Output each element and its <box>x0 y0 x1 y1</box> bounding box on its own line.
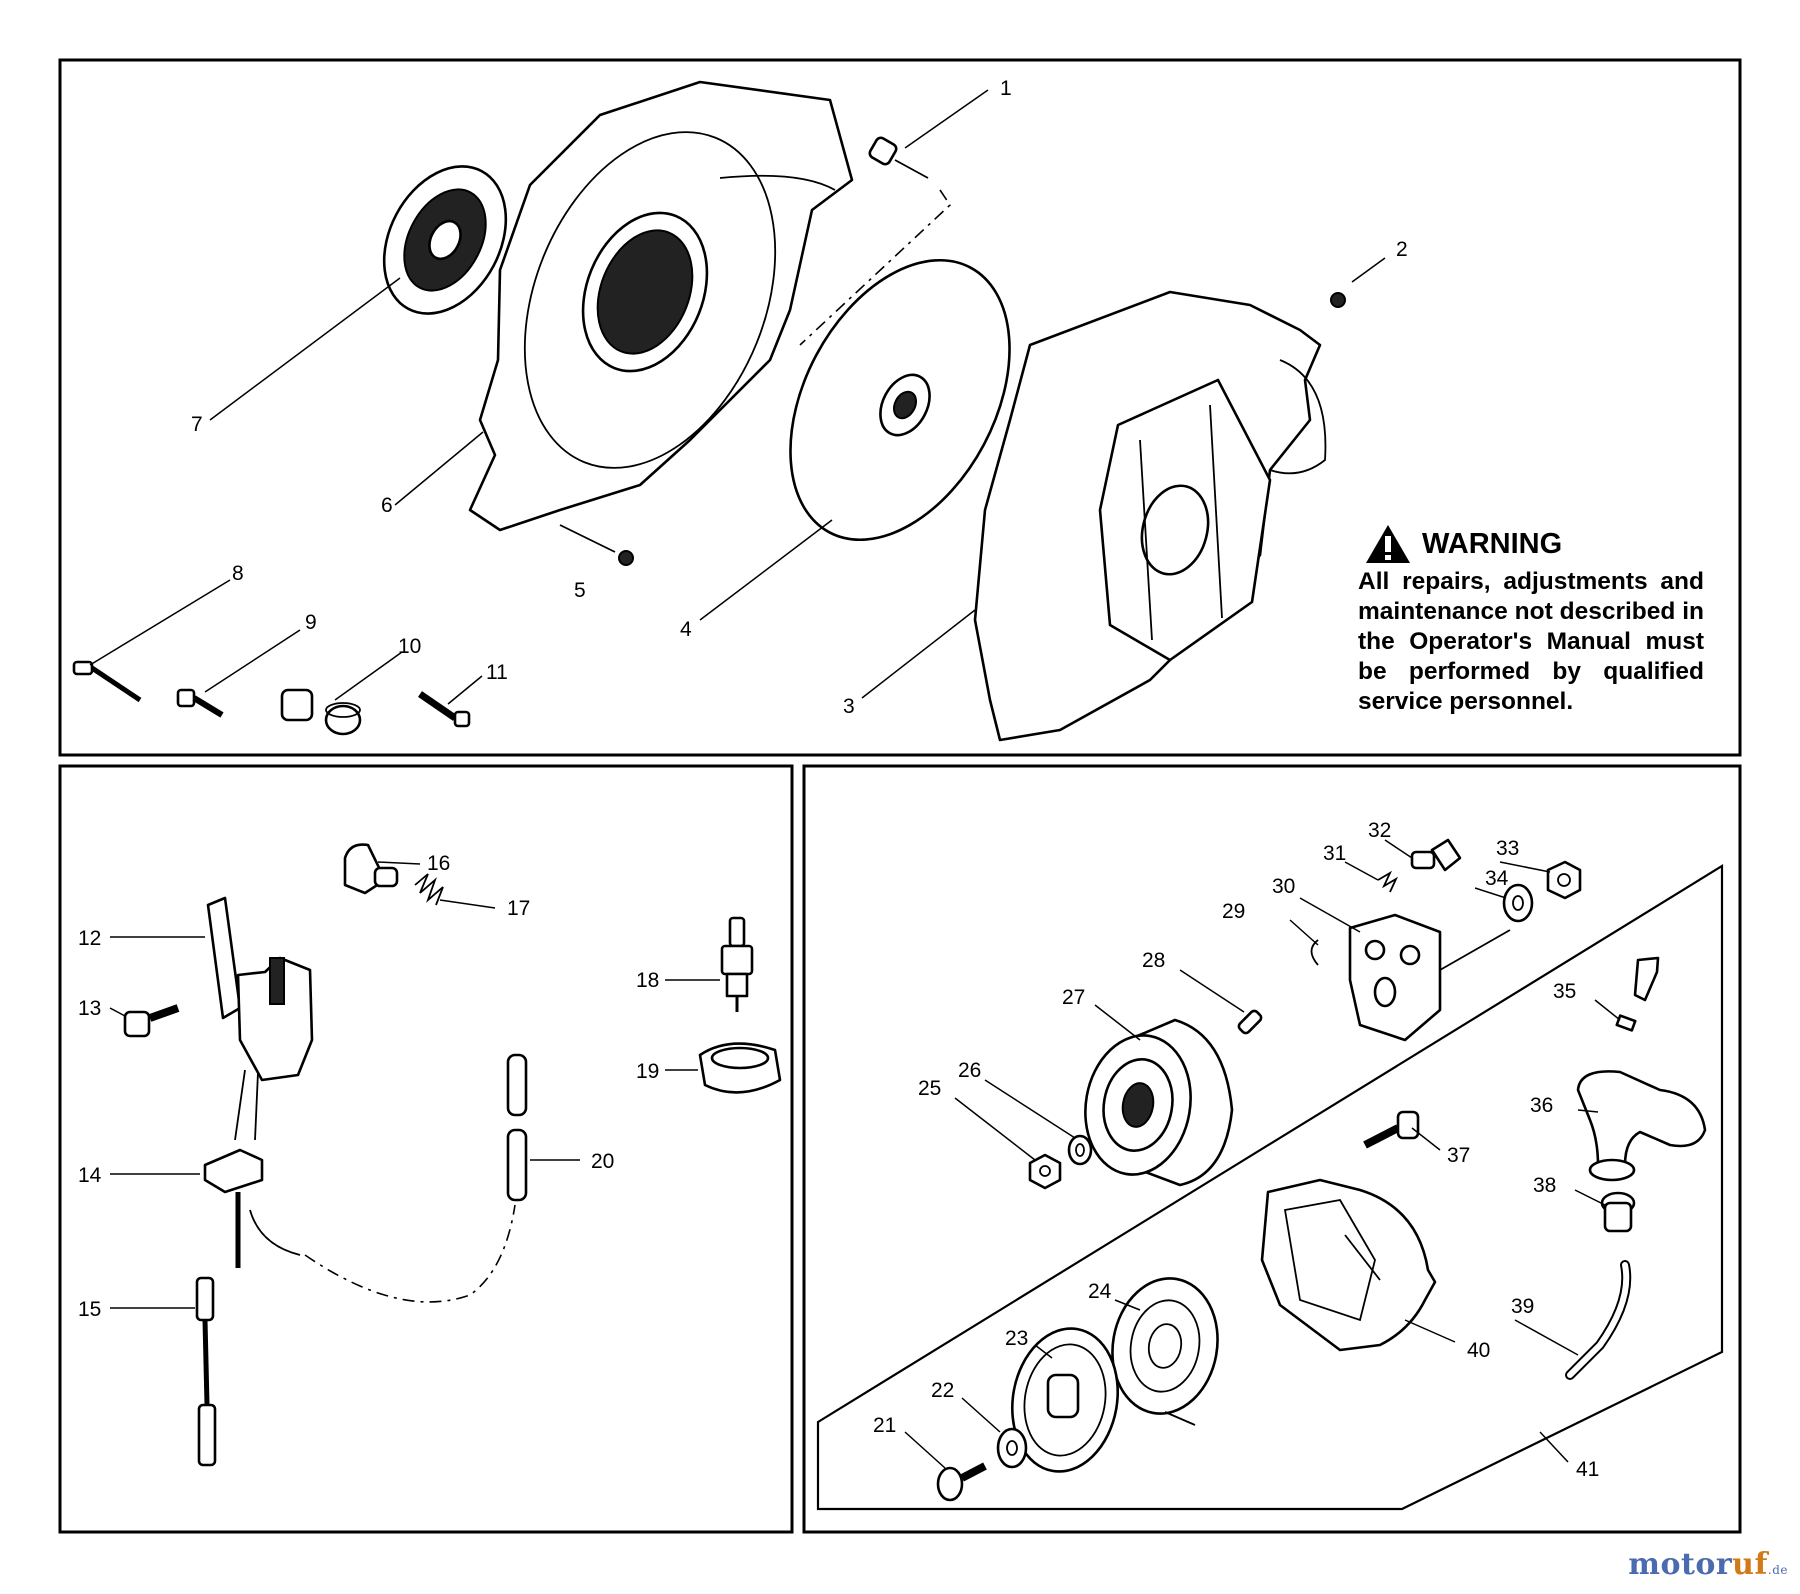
callout-38: 38 <box>1533 1174 1556 1197</box>
callout-25: 25 <box>918 1077 941 1100</box>
callout-4: 4 <box>680 618 692 641</box>
part-31-spring <box>1377 870 1399 893</box>
callout-29: 29 <box>1222 900 1245 923</box>
callout-3: 3 <box>843 695 855 718</box>
part-21-screw <box>936 1462 987 1502</box>
callout-24: 24 <box>1088 1280 1112 1303</box>
callout-17: 17 <box>507 897 530 920</box>
callout-12: 12 <box>78 927 101 950</box>
part-15-wire <box>195 1276 217 1467</box>
part-14-terminal <box>203 1069 264 1268</box>
part-37-screw <box>1363 1110 1420 1149</box>
callout-13: 13 <box>78 997 101 1020</box>
callout-18: 18 <box>636 969 659 992</box>
part-23-pulley <box>1010 1327 1120 1473</box>
part-8-bolt <box>72 660 142 703</box>
part-13-screw <box>123 1004 180 1038</box>
part-27-flywheel <box>1084 1018 1234 1187</box>
callout-9: 9 <box>305 611 317 634</box>
part-2-nut <box>1330 292 1346 308</box>
part-29-clip <box>1310 939 1319 966</box>
callout-34: 34 <box>1485 867 1509 890</box>
part-11-bolt <box>418 691 471 728</box>
part-24-recoil-spring <box>1111 1277 1219 1426</box>
callout-35: 35 <box>1553 980 1576 1003</box>
part-6-fan-housing-cover <box>468 80 854 532</box>
callout-20: 20 <box>591 1150 614 1173</box>
watermark-part1: motor <box>1628 1547 1733 1582</box>
part-20-tube <box>249 934 528 1303</box>
callout-28: 28 <box>1142 949 1165 972</box>
callout-32: 32 <box>1368 819 1391 842</box>
callout-10: 10 <box>398 635 421 658</box>
part-12-ignition-module <box>206 896 314 1082</box>
warning-title: WARNING <box>1364 523 1704 565</box>
part-18-spark-plug <box>720 916 754 1012</box>
callout-2: 2 <box>1396 238 1408 261</box>
callout-1: 1 <box>1000 77 1012 100</box>
part-34-washer <box>1502 883 1534 923</box>
part-22-washer <box>996 1427 1028 1469</box>
part-35-clip <box>1615 956 1660 1032</box>
watermark-suffix: .de <box>1767 1563 1788 1577</box>
callout-26: 26 <box>958 1059 981 1082</box>
part-40-starter-housing <box>1260 1178 1437 1352</box>
part-17-spring <box>414 873 444 906</box>
callout-33: 33 <box>1496 837 1519 860</box>
part-9-screw <box>176 688 224 718</box>
callout-23: 23 <box>1005 1327 1028 1350</box>
callout-5: 5 <box>574 579 586 602</box>
callout-11: 11 <box>486 661 508 684</box>
warning-body: All repairs, adjustments and maintenance… <box>1358 568 1704 715</box>
callout-27: 27 <box>1062 986 1085 1009</box>
warning-notice: WARNING All repairs, adjustments and mai… <box>1358 523 1704 717</box>
part-25-nut <box>1028 1153 1062 1190</box>
part-1-screw <box>799 136 952 346</box>
starter-subpanel <box>816 864 1724 1511</box>
watermark-logo: motoruf.de <box>1628 1547 1788 1582</box>
callout-30: 30 <box>1272 875 1295 898</box>
callout-36: 36 <box>1530 1094 1553 1117</box>
part-36-starter-handle <box>1576 1070 1707 1182</box>
warning-triangle-icon <box>1366 525 1410 563</box>
callout-15: 15 <box>78 1298 101 1321</box>
part-3-fan-housing <box>973 290 1327 742</box>
part-33-nut <box>1546 860 1582 900</box>
watermark-part2: uf <box>1732 1547 1768 1582</box>
callout-21: 21 <box>873 1414 896 1437</box>
callout-40: 40 <box>1467 1339 1490 1362</box>
warning-title-text: WARNING <box>1422 527 1563 560</box>
part-26-washer <box>1067 1134 1093 1166</box>
part-5-nut <box>559 524 634 566</box>
part-16-spark-plug-boot <box>343 843 399 895</box>
part-7-intake-screen <box>382 165 508 315</box>
panel-starter <box>802 764 1742 1534</box>
part-10-mount <box>280 688 362 736</box>
callout-22: 22 <box>931 1379 954 1402</box>
callout-7: 7 <box>191 413 203 436</box>
part-30-pawl-carrier <box>1348 913 1511 1042</box>
callout-16: 16 <box>427 852 450 875</box>
panel-ignition <box>58 764 794 1534</box>
part-39-rope <box>1565 1260 1632 1380</box>
callout-37: 37 <box>1447 1144 1470 1167</box>
callout-14: 14 <box>78 1164 102 1187</box>
part-28-pin <box>1237 1009 1263 1035</box>
part-38-rope-bushing <box>1600 1191 1636 1233</box>
callout-6: 6 <box>381 494 393 517</box>
part-32-fitting <box>1410 838 1462 872</box>
part-4-impeller <box>789 258 1011 542</box>
callout-41: 41 <box>1576 1458 1599 1481</box>
part-19-seal <box>698 1042 782 1094</box>
callout-8: 8 <box>232 562 244 585</box>
callout-19: 19 <box>636 1060 659 1083</box>
callout-31: 31 <box>1323 842 1346 865</box>
callout-39: 39 <box>1511 1295 1534 1318</box>
